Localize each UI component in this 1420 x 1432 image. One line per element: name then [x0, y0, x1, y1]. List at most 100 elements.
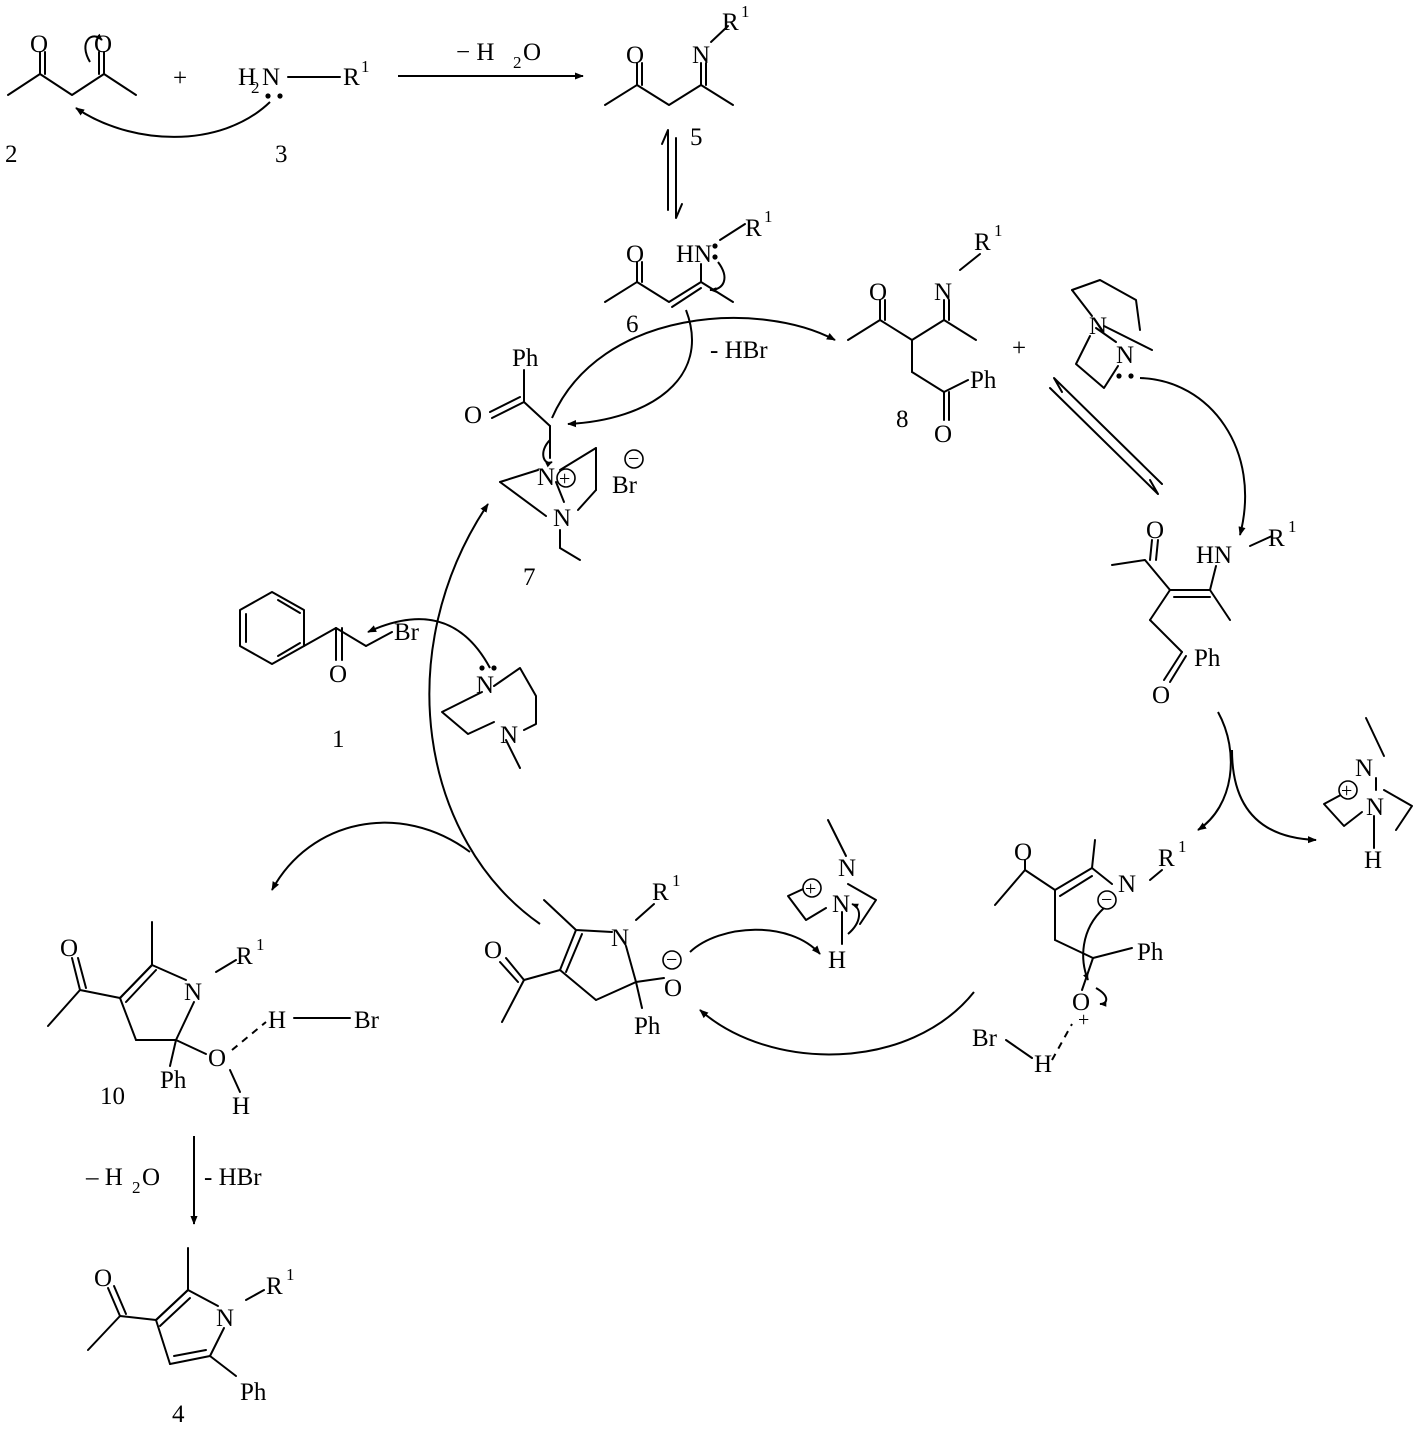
- atom-label: R: [652, 879, 669, 906]
- condition-minus-water: − H: [456, 39, 494, 66]
- compound-3-amine: H 2 N R 1 3: [238, 57, 370, 168]
- atom-label: O: [1146, 517, 1164, 544]
- atom-label: O: [484, 937, 502, 964]
- atom-label: HN: [676, 241, 712, 268]
- atom-label: N: [1089, 313, 1107, 340]
- atom-label: R: [236, 943, 253, 970]
- compound-5-imine: O N R 1 5: [604, 2, 750, 151]
- atom-label: O: [869, 279, 887, 306]
- atom-label: O: [208, 1045, 226, 1072]
- atom-label: N: [611, 925, 629, 952]
- compound-2-acetylacetone: O O 2: [5, 31, 137, 168]
- atom-label: O: [664, 975, 682, 1002]
- atom-label: N: [934, 279, 952, 306]
- atom-label: HN: [1196, 542, 1232, 569]
- atom-label: Br: [612, 472, 638, 499]
- dabco-base-top: N N: [1071, 279, 1153, 389]
- superscript: 1: [1178, 837, 1187, 856]
- curved-arrow-to-iminium: [1197, 711, 1317, 844]
- curved-arrow-base-deprotonation: [1139, 377, 1246, 536]
- superscript: 1: [672, 871, 681, 890]
- atom-label: N: [500, 722, 518, 749]
- atom-label: N: [476, 672, 494, 699]
- compound-number-1: 1: [332, 726, 345, 753]
- curved-arrow-n-h: [847, 903, 860, 935]
- condition-text: O: [523, 39, 541, 66]
- atom-label: O: [329, 661, 347, 688]
- compound-8-alkylated-imine: O N R 1 Ph O 8: [847, 221, 1003, 448]
- protonated-dabco-right: N + N H: [1323, 717, 1413, 874]
- atom-label: Ph: [970, 367, 997, 394]
- curved-arrow-sn2-attack: [367, 618, 491, 669]
- compound-number-7: 7: [523, 564, 536, 591]
- condition-minus-hbr: - HBr: [710, 337, 768, 364]
- plus-sign: +: [1012, 335, 1026, 362]
- charge-symbol: −: [666, 949, 677, 971]
- charge-symbol: −: [1101, 889, 1112, 911]
- atom-label: O: [60, 935, 78, 962]
- atom-label: O: [30, 31, 48, 58]
- atom-label: N: [553, 505, 571, 532]
- compound-number-10: 10: [100, 1083, 125, 1110]
- superscript: 1: [764, 207, 773, 226]
- atom-label: O: [94, 31, 112, 58]
- compound-number-6: 6: [626, 311, 639, 338]
- atom-label: N: [838, 855, 856, 882]
- curved-arrow-nucleophilic-attack: [75, 33, 271, 138]
- lone-pair: [265, 93, 283, 99]
- atom-label: N: [262, 64, 280, 91]
- subscript: 2: [513, 53, 522, 72]
- atom-label: R: [745, 215, 762, 242]
- charge-symbol: +: [805, 878, 816, 900]
- positive-charge: [1338, 780, 1358, 800]
- atom-label: R: [1158, 845, 1175, 872]
- compound-number-8: 8: [896, 406, 909, 433]
- charge-symbol: +: [1341, 780, 1352, 802]
- compound-6-enamine: O HN R 1 6: [604, 207, 773, 338]
- compound-number-2: 2: [5, 141, 18, 168]
- atom-label: N: [1116, 342, 1134, 369]
- atom-label: H: [1364, 847, 1382, 874]
- cycle-arrow-regenerate-ammonium: [271, 503, 541, 925]
- atom-label: O: [464, 402, 482, 429]
- compound-imine-anion: O N R 1 − Ph O + Br H: [972, 837, 1187, 1078]
- negative-charge: [1097, 890, 1117, 910]
- atom-label: O: [1014, 839, 1032, 866]
- atom-label: N: [216, 1305, 234, 1332]
- atom-label: R: [266, 1273, 283, 1300]
- atom-label: N: [1118, 871, 1136, 898]
- atom-label: H: [232, 1093, 250, 1120]
- atom-label: Ph: [634, 1013, 661, 1040]
- compound-7-ammonium-salt: Ph O N + N Br − 7: [464, 345, 644, 591]
- atom-label: N: [537, 464, 555, 491]
- subscript: 2: [132, 1178, 141, 1197]
- charge-symbol: −: [628, 448, 639, 470]
- atom-label: H: [828, 947, 846, 974]
- superscript: 1: [256, 935, 265, 954]
- compound-number-5: 5: [690, 124, 703, 151]
- lone-pair: [1116, 373, 1134, 379]
- atom-label: Br: [972, 1025, 998, 1052]
- protonated-dabco-center: N + N H: [787, 819, 877, 974]
- curved-arrow-proton-transfer: [689, 928, 821, 955]
- atom-label: Br: [354, 1007, 380, 1034]
- compound-10-hemiaminal: O N R 1 O H Br Ph H 10: [47, 921, 380, 1120]
- curved-arrow-to-alkoxide: [699, 991, 975, 1056]
- equilibrium-arrow-deprotonation: [1049, 377, 1163, 495]
- positive-charge: [556, 468, 576, 488]
- compound-alkoxide-intermediate: O N R 1 O − Ph: [484, 871, 682, 1040]
- superscript: 1: [994, 221, 1003, 240]
- compound-number-3: 3: [275, 141, 288, 168]
- atom-label: N: [692, 42, 710, 69]
- lone-pair: [479, 665, 497, 671]
- negative-charge: [662, 950, 682, 970]
- atom-label: Ph: [1137, 939, 1164, 966]
- compound-enamine-intermediate: O HN R 1 Ph O: [1111, 517, 1297, 709]
- atom-label: O: [1152, 682, 1170, 709]
- atom-label: N: [832, 891, 850, 918]
- atom-label: R: [722, 9, 739, 36]
- atom-label: O: [626, 241, 644, 268]
- atom-label: H: [268, 1007, 286, 1034]
- atom-label: Br: [394, 619, 420, 646]
- atom-label: Ph: [240, 1379, 267, 1406]
